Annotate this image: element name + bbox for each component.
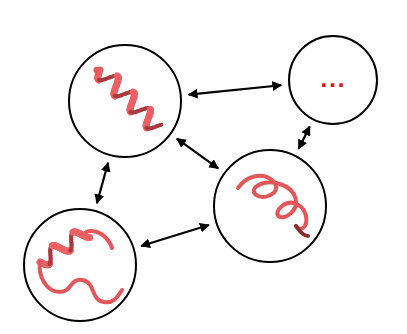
circle-outline	[68, 44, 182, 158]
coil-structure	[40, 231, 122, 302]
circle-border	[24, 209, 136, 321]
transition-arrow	[97, 163, 108, 204]
circle-border	[69, 45, 181, 157]
state-circle	[23, 208, 137, 322]
coil-structure	[238, 176, 308, 236]
circle-border	[214, 150, 326, 262]
transition-arrow	[177, 139, 218, 169]
state-circle	[68, 44, 182, 158]
helix-segment	[157, 125, 161, 127]
circle-outline	[23, 208, 137, 322]
circle-outline	[213, 149, 327, 263]
transition-arrow	[189, 85, 282, 94]
circle-border	[289, 36, 377, 124]
state-circle: ...	[288, 35, 378, 125]
transition-arrow	[299, 127, 310, 149]
helix-segment	[88, 234, 90, 241]
ellipsis-text: ...	[320, 70, 346, 90]
transition-arrow	[141, 225, 209, 246]
helix-structure	[40, 232, 90, 265]
state-circle	[213, 149, 327, 263]
helix-structure	[95, 68, 161, 128]
helix-tail	[95, 68, 100, 74]
